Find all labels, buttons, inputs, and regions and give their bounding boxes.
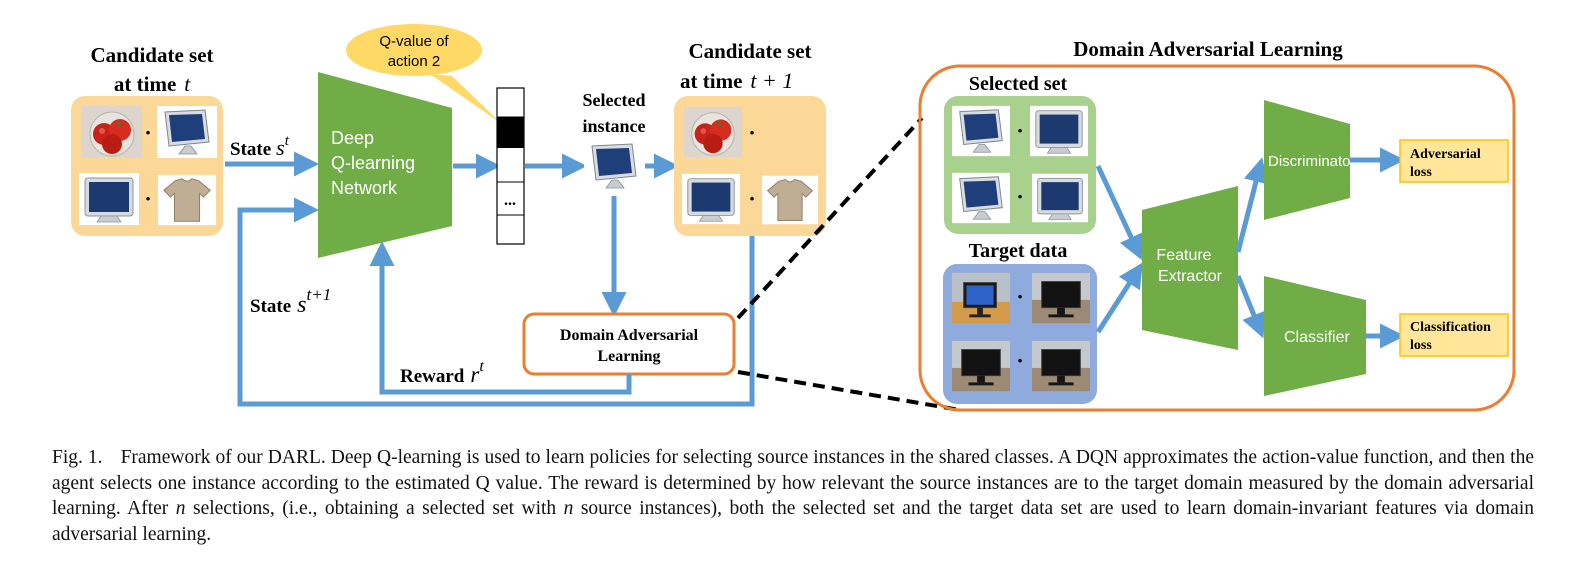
monitor-photo-icon <box>79 172 139 226</box>
q-value-callout: Q-value of action 2 <box>346 24 502 124</box>
office-monitor-photo-icon <box>1032 272 1090 324</box>
classification-loss-label: loss <box>1410 338 1432 353</box>
office-monitor-photo-icon <box>952 272 1010 324</box>
ellipsis-dots: · <box>1016 284 1023 309</box>
feature-extractor-label: Extractor <box>1158 268 1223 285</box>
caption-text: selections, (i.e., obtaining a selected … <box>185 498 564 519</box>
ellipsis-dots: · <box>1016 184 1023 209</box>
selected-set-panel: · · <box>944 96 1096 234</box>
svg-text:Deep: Deep <box>331 128 374 148</box>
candidate-set-t-line1: Candidate set <box>90 43 213 67</box>
classification-loss-label: Classification <box>1410 320 1491 335</box>
zoom-dashed-line <box>736 116 924 320</box>
dal-box <box>522 312 736 376</box>
caption-text: source instances), both the selected set… <box>52 498 1534 545</box>
ellipsis-dots: · <box>1016 118 1023 143</box>
classification-loss-box <box>1399 313 1509 357</box>
adversarial-loss-label: Adversarial <box>1410 147 1481 162</box>
ellipsis-dots: · <box>144 186 151 211</box>
monitor-photo-icon <box>952 105 1010 157</box>
svg-text:Q-value of: Q-value of <box>379 33 449 50</box>
q-value-vector: ... <box>496 87 525 245</box>
dal-section-frame <box>918 64 1516 412</box>
tshirt-photo-icon <box>158 174 216 226</box>
selected-instance-label: instance <box>583 116 646 136</box>
monitor-photo-icon <box>584 139 644 193</box>
figure-label: Fig. 1. <box>52 447 103 468</box>
dqn-network-label: Deep Q-learning Network <box>331 128 415 198</box>
svg-text:action 2: action 2 <box>388 53 441 70</box>
svg-text:Q-learning: Q-learning <box>331 153 415 173</box>
figure-caption: Fig. 1.Framework of our DARL. Deep Q-lea… <box>52 445 1534 547</box>
arrow-extractor-to-classifier <box>1235 275 1266 339</box>
dal-section-title: Domain Adversarial Learning <box>1073 37 1343 61</box>
feature-extractor-block <box>1142 186 1238 350</box>
ellipsis-dots: · <box>748 120 755 145</box>
arrow-next-state-feedback <box>237 197 755 407</box>
candidate-set-t-panel: · · <box>71 96 223 236</box>
office-monitor-photo-icon <box>952 340 1010 392</box>
office-monitor-photo-icon <box>1032 340 1090 392</box>
tshirt-photo-icon <box>762 175 818 225</box>
monitor-photo-icon <box>1030 105 1088 157</box>
svg-text:...: ... <box>504 192 516 209</box>
tomato-photo-icon <box>684 106 742 158</box>
arrow-reward-to-dqn <box>369 241 632 395</box>
ellipsis-dots: · <box>748 186 755 211</box>
adversarial-loss-box <box>1399 139 1509 183</box>
dal-box-label: Domain Adversarial <box>560 327 699 344</box>
monitor-photo-icon <box>1032 173 1088 223</box>
dqn-network-block <box>318 72 452 258</box>
target-data-label: Target data <box>969 240 1068 262</box>
candidate-set-t1-line1: Candidate set <box>688 39 811 63</box>
feature-extractor-label: Feature <box>1156 247 1211 264</box>
classifier-label: Classifier <box>1284 329 1350 346</box>
selected-set-label: Selected set <box>969 73 1068 95</box>
caption-var-n: n <box>175 498 186 519</box>
monitor-photo-icon <box>682 173 740 225</box>
arrow-selected-to-extractor <box>1095 164 1143 261</box>
ellipsis-dots: · <box>1016 348 1023 373</box>
ellipsis-dots: · <box>144 120 151 145</box>
candidate-set-t1-panel: · · <box>674 96 826 236</box>
classifier-block <box>1264 276 1366 396</box>
arrow-target-to-extractor <box>1095 262 1143 334</box>
tomato-photo-icon <box>82 105 142 159</box>
caption-var-n: n <box>563 498 574 519</box>
discriminator-block <box>1264 100 1350 220</box>
arrow-extractor-to-discriminator <box>1235 157 1269 253</box>
discriminator-label: Discriminator <box>1268 153 1356 170</box>
svg-text:Network: Network <box>331 178 398 198</box>
target-data-panel: · · <box>943 264 1097 404</box>
monitor-photo-icon <box>157 105 217 159</box>
selected-instance-label: Selected <box>583 90 646 110</box>
monitor-photo-icon <box>952 172 1010 224</box>
caption-text: Framework of our DARL. Deep Q-learning i… <box>52 447 1535 519</box>
dal-box-label: Learning <box>597 348 660 365</box>
adversarial-loss-label: loss <box>1410 165 1432 180</box>
